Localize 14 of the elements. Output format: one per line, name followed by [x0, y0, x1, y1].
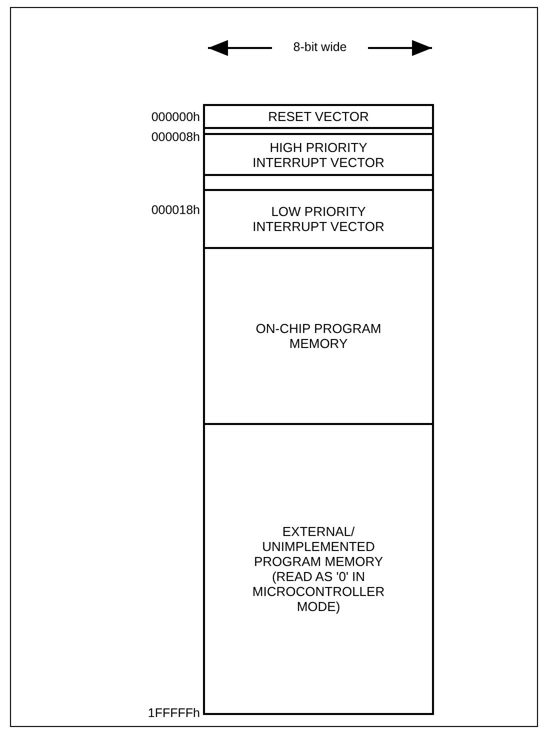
- address-label: 000018h: [151, 203, 200, 217]
- memory-segment: [203, 133, 434, 176]
- segment-label: ON-CHIP PROGRAM MEMORY: [254, 321, 382, 351]
- segment-label: HIGH PRIORITY INTERRUPT VECTOR: [252, 140, 386, 170]
- memory-segment: [203, 247, 434, 425]
- memory-segment: [203, 423, 434, 715]
- address-label: 000000h: [151, 110, 200, 124]
- address-label: 1FFFFFh: [148, 706, 200, 720]
- segment-label: EXTERNAL/ UNIMPLEMENTED PROGRAM MEMORY (READ AS '0' IN MICROCONTROLLER MODE): [251, 524, 386, 614]
- segment-label: LOW PRIORITY INTERRUPT VECTOR: [252, 204, 386, 234]
- address-label: 000008h: [151, 130, 200, 144]
- memory-segment: [203, 104, 434, 129]
- memory-segment: [203, 189, 434, 249]
- segment-label: RESET VECTOR: [267, 109, 370, 124]
